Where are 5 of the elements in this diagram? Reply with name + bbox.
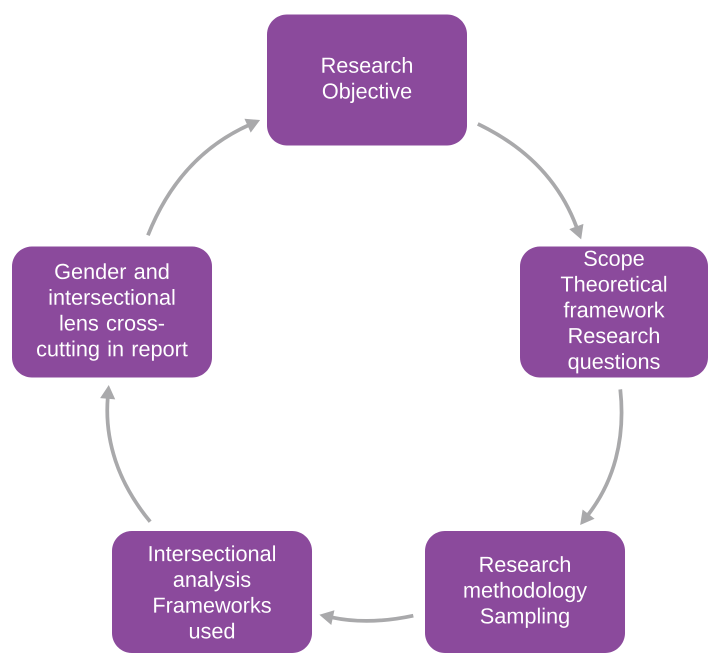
process-box: Intersectional analysis Frameworks used [112, 531, 312, 653]
process-box: Research Objective [267, 14, 467, 146]
process-box: Gender and intersectional lens cross-cutting in report [12, 246, 212, 378]
process-box: Scope Theoretical framework Research questions [520, 246, 708, 378]
process-box: Research methodology Sampling [425, 531, 625, 653]
